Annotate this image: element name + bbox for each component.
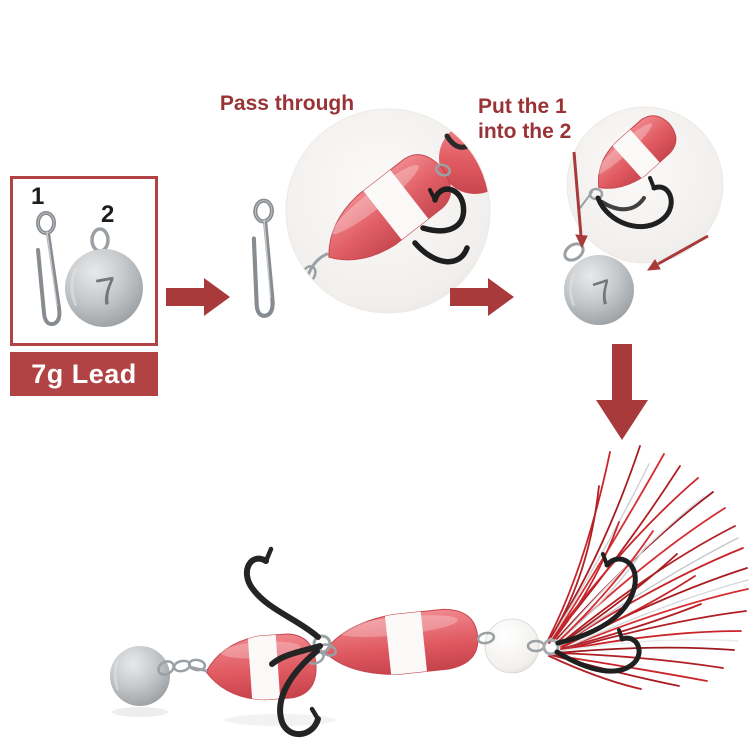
arrow-down-icon xyxy=(596,344,648,440)
weight-banner: 7g Lead xyxy=(10,352,158,396)
middle-foam-segment xyxy=(323,606,479,682)
lead-ball-step2-icon: 7 xyxy=(563,242,634,325)
step1-caption: Pass through xyxy=(219,92,355,115)
snap-clip-step1-icon xyxy=(251,198,275,318)
arrow-right-icon xyxy=(166,278,230,316)
snap-clip-icon xyxy=(36,211,62,327)
pointer-arrows xyxy=(572,151,709,271)
white-ball-segment xyxy=(484,618,540,674)
assembled-lure-photo xyxy=(110,445,749,737)
tinsel-tail xyxy=(547,445,749,690)
step2-caption-line1: Put the 1 xyxy=(478,95,567,118)
step2-caption: Put the 1 into the 2 xyxy=(478,94,571,144)
kit-item-2-label: 2 xyxy=(101,201,115,228)
lead-ball-icon: 7 xyxy=(65,227,143,327)
step2-caption-line2: into the 2 xyxy=(478,120,572,143)
kit-item-1-label: 1 xyxy=(31,183,45,210)
lead-ball-on-lure xyxy=(110,646,208,706)
head-treble-hook xyxy=(244,546,332,737)
hook-closeup-photo xyxy=(566,106,724,264)
lure-closeup-photo xyxy=(285,108,491,314)
tail-treble-hook xyxy=(542,552,642,674)
arrow-right-icon-2 xyxy=(450,278,514,316)
